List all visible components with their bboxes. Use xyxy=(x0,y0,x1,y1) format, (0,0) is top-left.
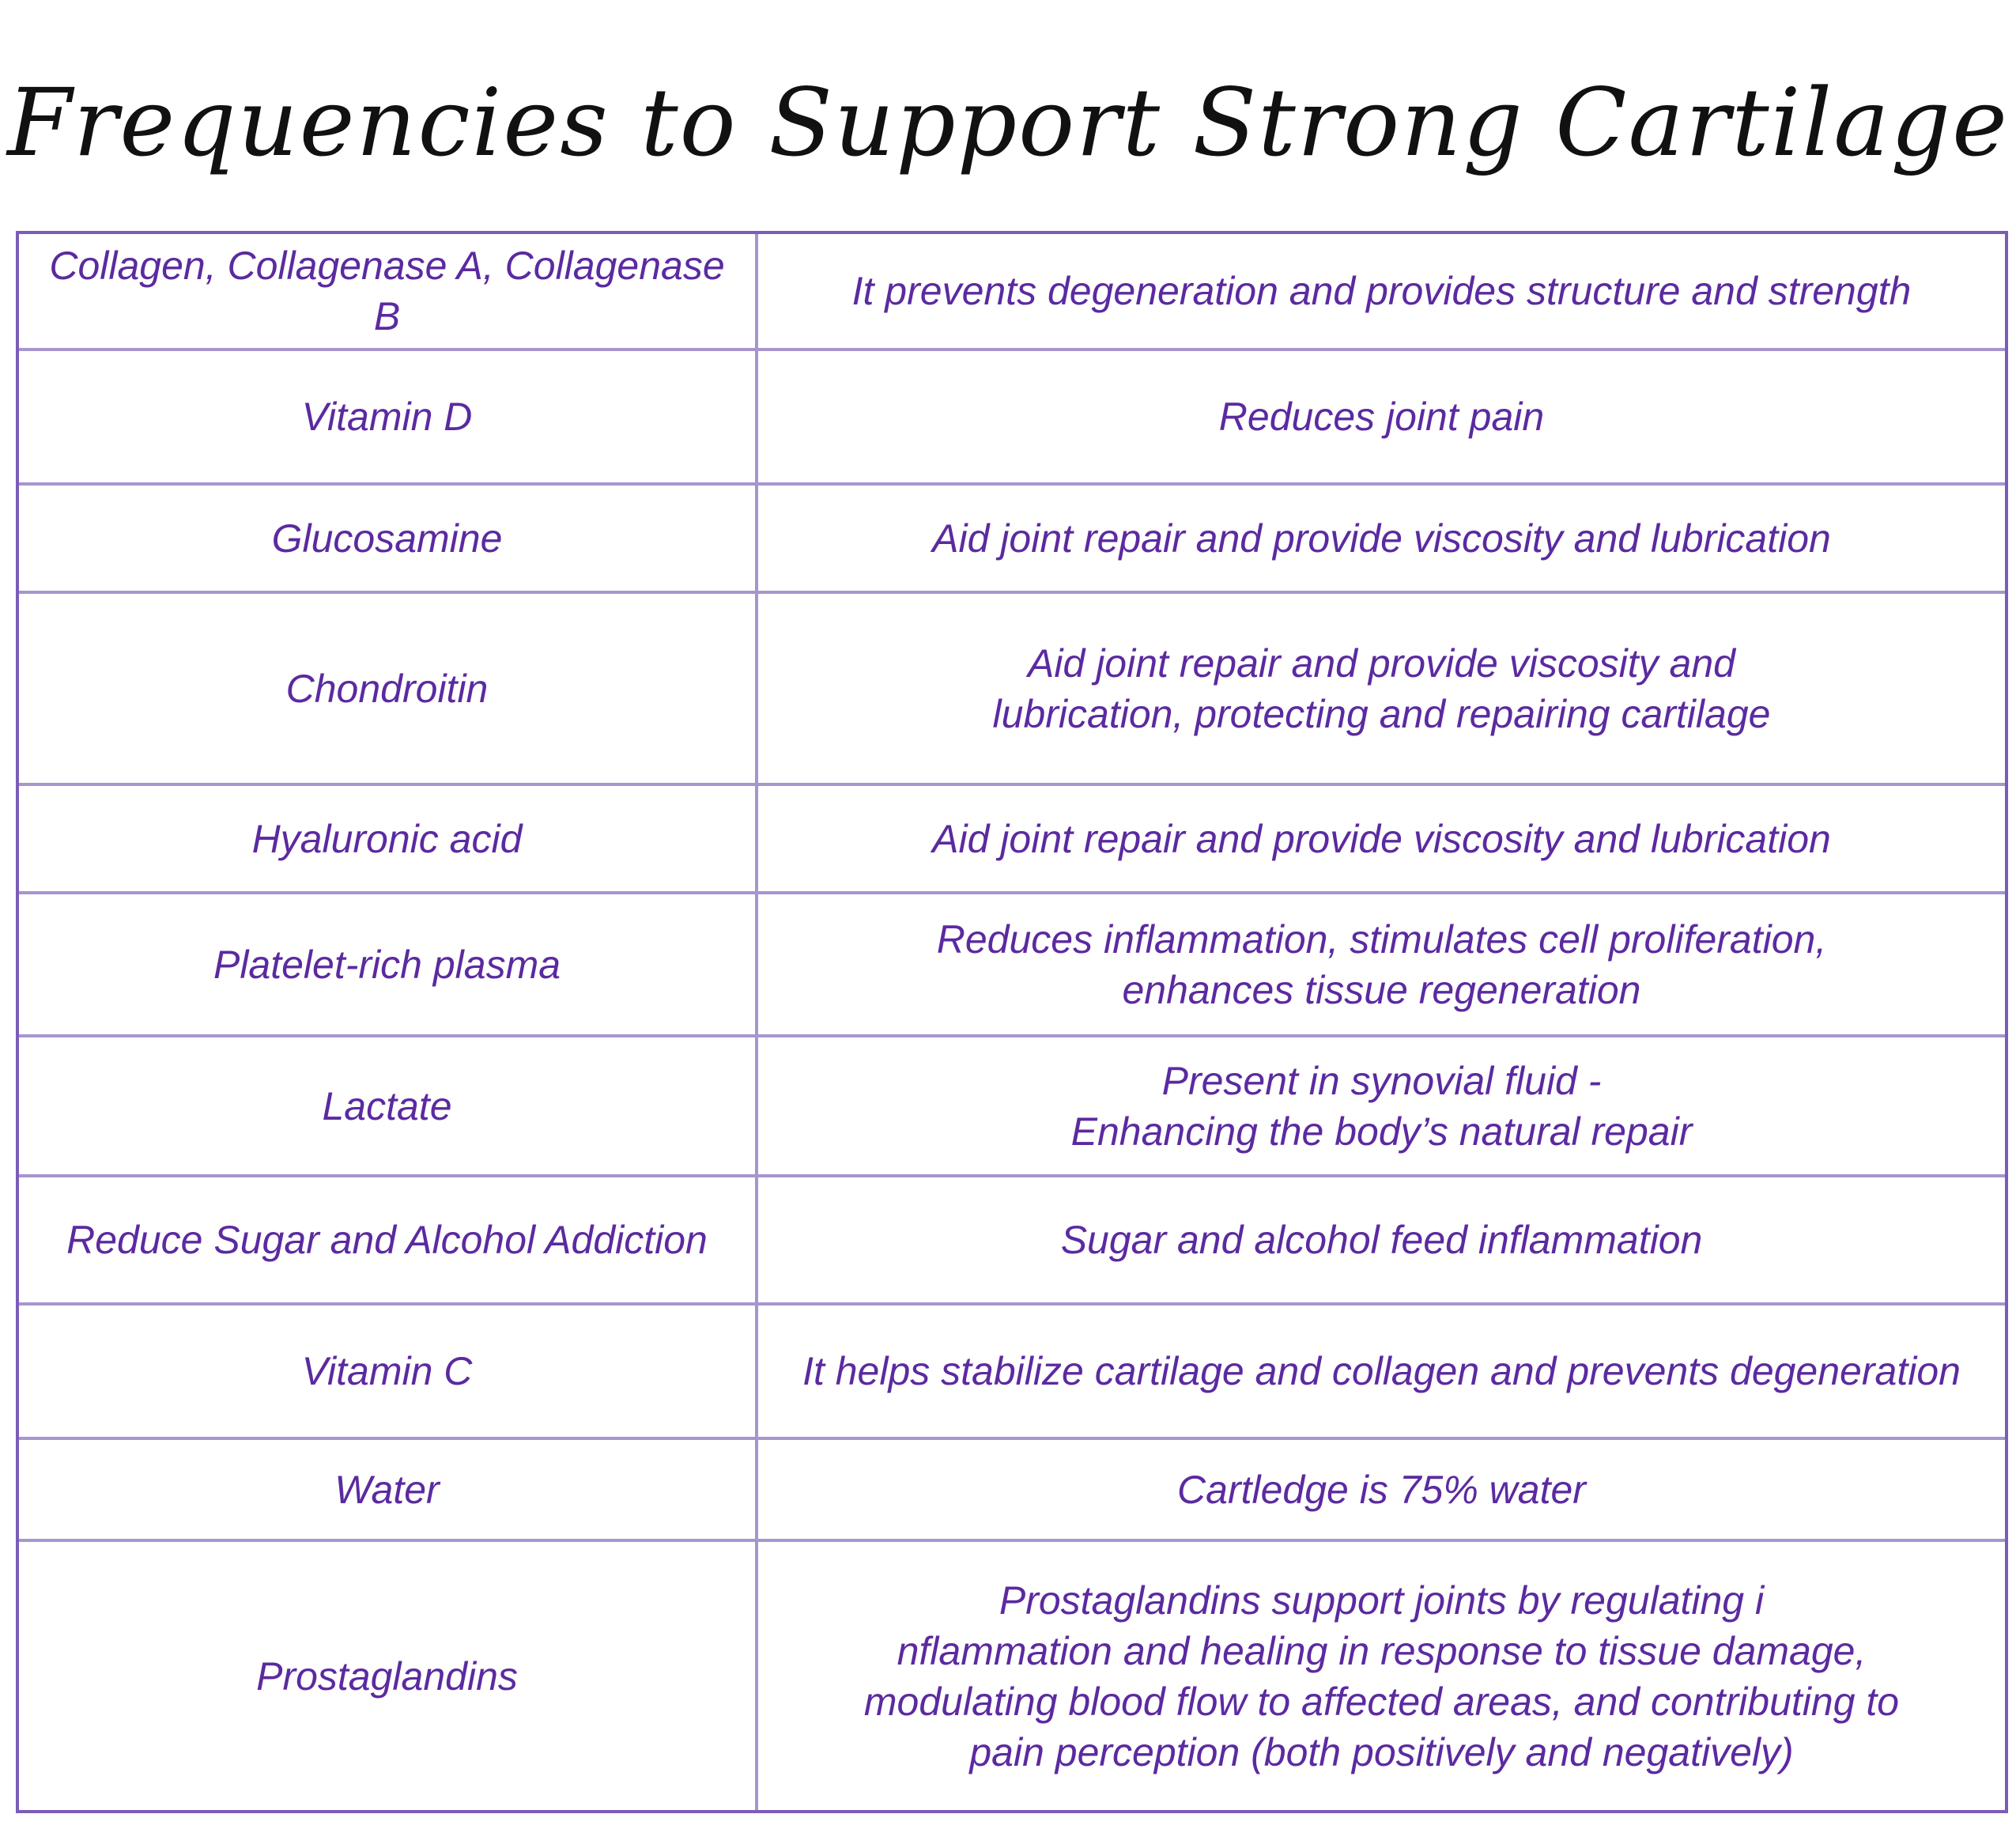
benefit-cell: It helps stabilize cartilage and collage… xyxy=(802,1349,1961,1393)
item-cell: Glucosamine xyxy=(19,486,758,591)
table-row: Lactate Present in synovial fluid - Enha… xyxy=(19,1037,2005,1177)
table-row: Reduce Sugar and Alcohol Addiction Sugar… xyxy=(19,1177,2005,1306)
benefit-cell: Sugar and alcohol feed inflammation xyxy=(1060,1218,1703,1262)
table-row: Vitamin D Reduces joint pain xyxy=(19,351,2005,486)
table-row: Chondroitin Aid joint repair and provide… xyxy=(19,594,2005,786)
benefit-cell: Reduces inflammation, stimulates cell pr… xyxy=(936,916,1827,1012)
item-cell: Water xyxy=(19,1440,758,1539)
frequencies-table: Collagen, Collagenase A, Collagenase B I… xyxy=(16,231,2008,1813)
item-cell: Collagen, Collagenase A, Collagenase B xyxy=(19,234,758,348)
benefit-cell: Prostaglandins support joints by regulat… xyxy=(863,1578,1900,1774)
benefit-cell: It prevents degeneration and provides st… xyxy=(851,269,1912,313)
page-title: Frequencies to Support Strong Cartilage xyxy=(7,68,2009,177)
table-row: Platelet-rich plasma Reduces inflammatio… xyxy=(19,894,2005,1037)
table-row: Glucosamine Aid joint repair and provide… xyxy=(19,486,2005,594)
table-row: Prostaglandins Prostaglandins support jo… xyxy=(19,1542,2005,1810)
table-row: Water Cartledge is 75% water xyxy=(19,1440,2005,1542)
item-cell: Vitamin D xyxy=(19,351,758,482)
item-cell: Prostaglandins xyxy=(19,1542,758,1810)
item-cell: Chondroitin xyxy=(19,594,758,783)
item-cell: Hyaluronic acid xyxy=(19,786,758,891)
item-cell: Reduce Sugar and Alcohol Addiction xyxy=(19,1177,758,1302)
benefit-cell: Aid joint repair and provide viscosity a… xyxy=(932,816,1831,861)
benefit-cell: Aid joint repair and provide viscosity a… xyxy=(932,516,1831,561)
item-cell: Lactate xyxy=(19,1037,758,1174)
benefit-cell: Aid joint repair and provide viscosity a… xyxy=(992,641,1771,736)
table-row: Vitamin C It helps stabilize cartilage a… xyxy=(19,1306,2005,1440)
table-row: Collagen, Collagenase A, Collagenase B I… xyxy=(19,234,2005,351)
benefit-cell: Present in synovial fluid - Enhancing th… xyxy=(1070,1058,1693,1154)
benefit-cell: Cartledge is 75% water xyxy=(1177,1467,1586,1512)
item-cell: Platelet-rich plasma xyxy=(19,894,758,1034)
table-row: Hyaluronic acid Aid joint repair and pro… xyxy=(19,786,2005,894)
benefit-cell: Reduces joint pain xyxy=(1218,395,1545,439)
item-cell: Vitamin C xyxy=(19,1306,758,1437)
